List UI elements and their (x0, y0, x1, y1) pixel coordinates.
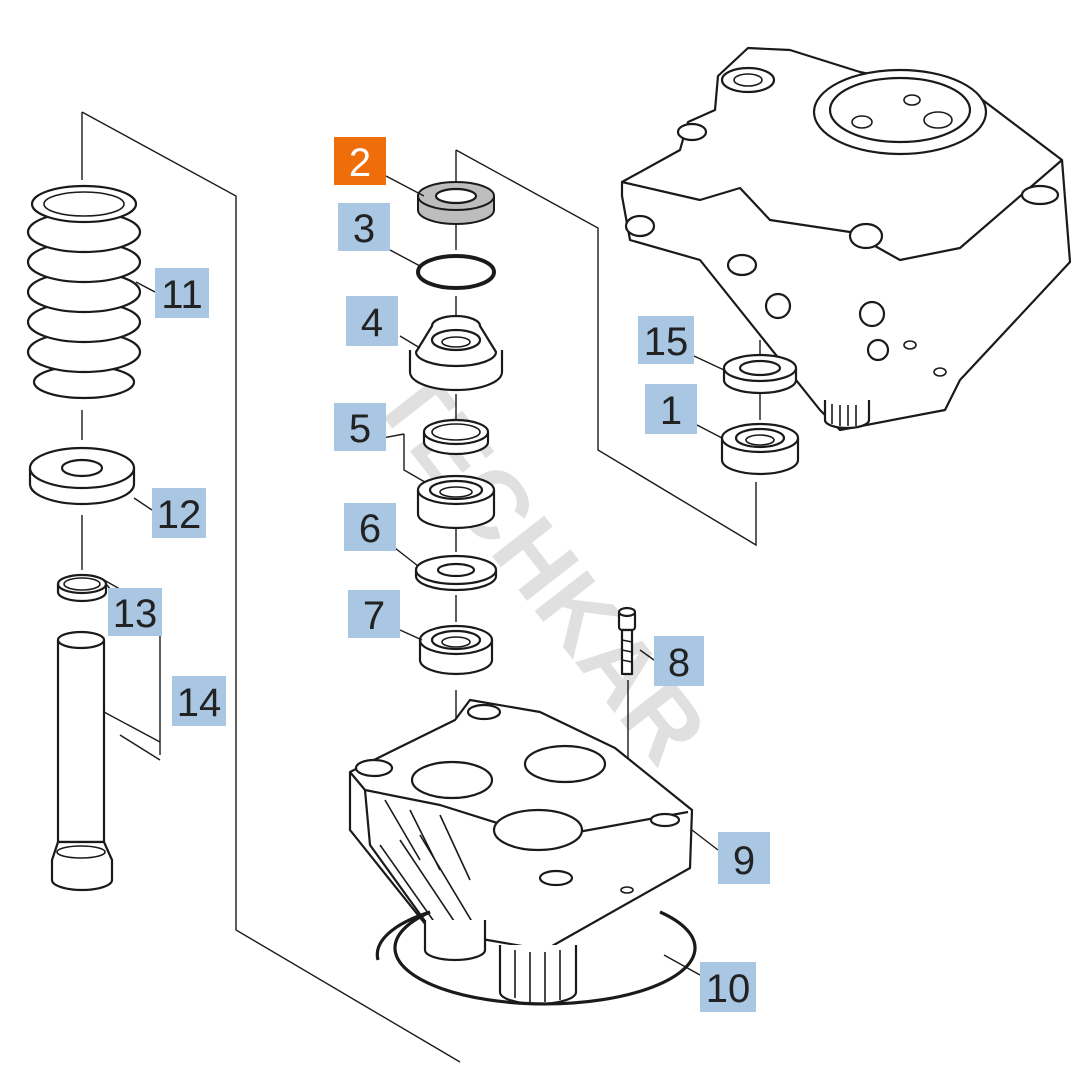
callout-label-15[interactable]: 15 (638, 316, 694, 364)
callout-label-7-box (348, 590, 400, 638)
part-5-ring-upper[interactable] (422, 418, 490, 456)
callout-label-9-text: 9 (733, 839, 755, 883)
callout-label-2-text: 2 (349, 141, 371, 185)
callout-label-3-text: 3 (353, 207, 375, 251)
part-11-spring[interactable] (26, 184, 142, 400)
callout-label-6-text: 6 (359, 507, 381, 551)
callout-label-12-box (152, 488, 206, 538)
callout-label-8-text: 8 (668, 641, 690, 685)
part-14-piston[interactable] (50, 630, 114, 892)
part-3-o-ring[interactable] (416, 254, 496, 290)
callout-label-5-box (334, 403, 386, 451)
part-13-circlip[interactable] (56, 573, 108, 603)
part-7-seal[interactable] (418, 624, 494, 676)
part-10-o-ring[interactable] (375, 910, 697, 1006)
callout-label-3[interactable]: 3 (338, 203, 390, 251)
callout-label-10[interactable]: 10 (700, 962, 756, 1012)
callout-label-6[interactable]: 6 (344, 503, 396, 551)
callout-label-3-box (338, 203, 390, 251)
part-1-seal[interactable] (720, 422, 800, 476)
callout-label-10-box (700, 962, 756, 1012)
part-5-seal-lower[interactable] (416, 474, 496, 530)
callout-label-4[interactable]: 4 (346, 296, 398, 346)
callout-label-4-box (346, 296, 398, 346)
callout-label-10-text: 10 (706, 967, 751, 1011)
callout-label-2-box (334, 137, 386, 185)
callout-label-5[interactable]: 5 (334, 403, 386, 451)
callout-label-1-box (645, 384, 697, 434)
callout-label-8-box (654, 636, 704, 686)
part-15-seal[interactable] (722, 353, 798, 395)
cylinder-head (620, 46, 1072, 432)
part-9-pump-housing[interactable] (348, 698, 694, 1006)
callout-label-11-text: 11 (161, 273, 203, 317)
part-8-screw[interactable] (617, 606, 637, 676)
callout-label-7[interactable]: 7 (348, 590, 400, 638)
callout-label-5-text: 5 (349, 407, 371, 451)
callout-label-9-box (718, 832, 770, 884)
callout-label-14-text: 14 (177, 681, 222, 725)
callout-label-15-box (638, 316, 694, 364)
callout-label-14[interactable]: 14 (172, 676, 226, 726)
callout-label-15-text: 15 (644, 320, 689, 364)
callout-label-7-text: 7 (363, 594, 385, 638)
callout-label-8[interactable]: 8 (654, 636, 704, 686)
callout-label-12-text: 12 (157, 493, 202, 537)
callout-label-13-box (108, 588, 162, 636)
callout-label-13-text: 13 (113, 592, 158, 636)
left-group-frame (81, 111, 461, 1063)
callout-label-4-text: 4 (361, 301, 383, 345)
part-2-seal-ring[interactable] (417, 181, 495, 225)
callout-label-1-text: 1 (660, 389, 682, 433)
part-12-spring-retainer[interactable] (28, 446, 136, 506)
part-4-seal-housing[interactable] (408, 314, 504, 392)
callout-label-11-box (155, 268, 209, 318)
callout-leaders (105, 175, 725, 976)
callout-label-11[interactable]: 11 (155, 268, 209, 318)
callout-label-14-box (172, 676, 226, 726)
callout-label-13[interactable]: 13 (108, 588, 162, 636)
callout-label-2[interactable]: 2 (334, 137, 386, 185)
callout-label-6-box (344, 503, 396, 551)
callout-label-12[interactable]: 12 (152, 488, 206, 538)
callout-label-9[interactable]: 9 (718, 832, 770, 884)
part-6-washer[interactable] (414, 554, 498, 592)
callout-label-1[interactable]: 1 (645, 384, 697, 434)
